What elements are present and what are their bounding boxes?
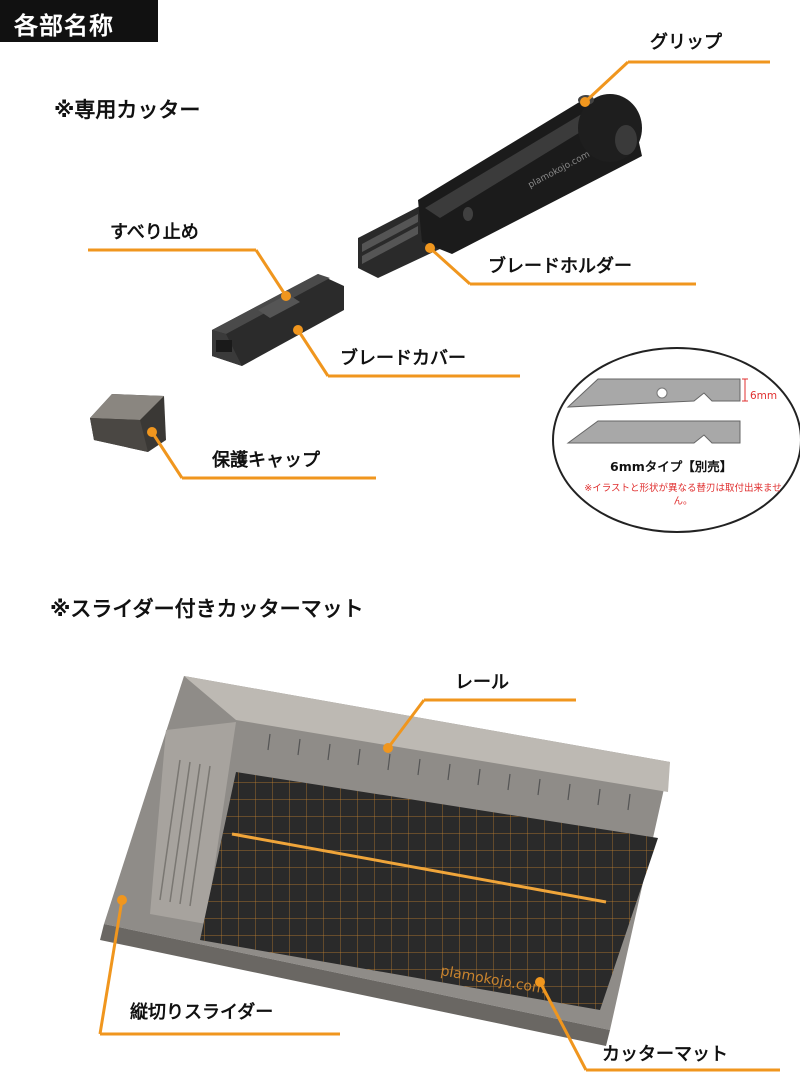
replacement-blade-icon — [566, 378, 748, 444]
label-cutter-mat: カッターマット — [602, 1044, 728, 1065]
label-rail: レール — [455, 672, 509, 693]
blade-type-label: 6mmタイプ【別売】 — [610, 459, 733, 474]
label-blade-holder: ブレードホルダー — [488, 256, 632, 277]
page-title: 各部名称 — [14, 12, 114, 40]
mat-section-heading: ※スライダー付きカッターマット — [50, 597, 364, 621]
cutter-section-heading: ※専用カッター — [54, 98, 201, 122]
blade-inset — [552, 347, 800, 533]
cutter-mat-illustration: plamokojo.com — [100, 676, 670, 1046]
blade-cover-illustration — [212, 274, 344, 366]
label-blade-cover: ブレードカバー — [340, 348, 466, 369]
label-grip: グリップ — [650, 32, 722, 53]
blade-note: ※イラストと形状が異なる替刃は取付出来ません。 — [584, 483, 782, 507]
protective-cap-illustration — [90, 394, 166, 452]
label-anti-slip: すべり止め — [110, 222, 199, 243]
page-title-box: 各部名称 — [0, 0, 158, 42]
blade-width-label: 6mm — [750, 390, 778, 402]
label-protective-cap: 保護キャップ — [212, 450, 320, 471]
cutter-illustration: plamokojo.com — [358, 94, 642, 278]
label-vertical-slider: 縦切りスライダー — [130, 1002, 274, 1023]
